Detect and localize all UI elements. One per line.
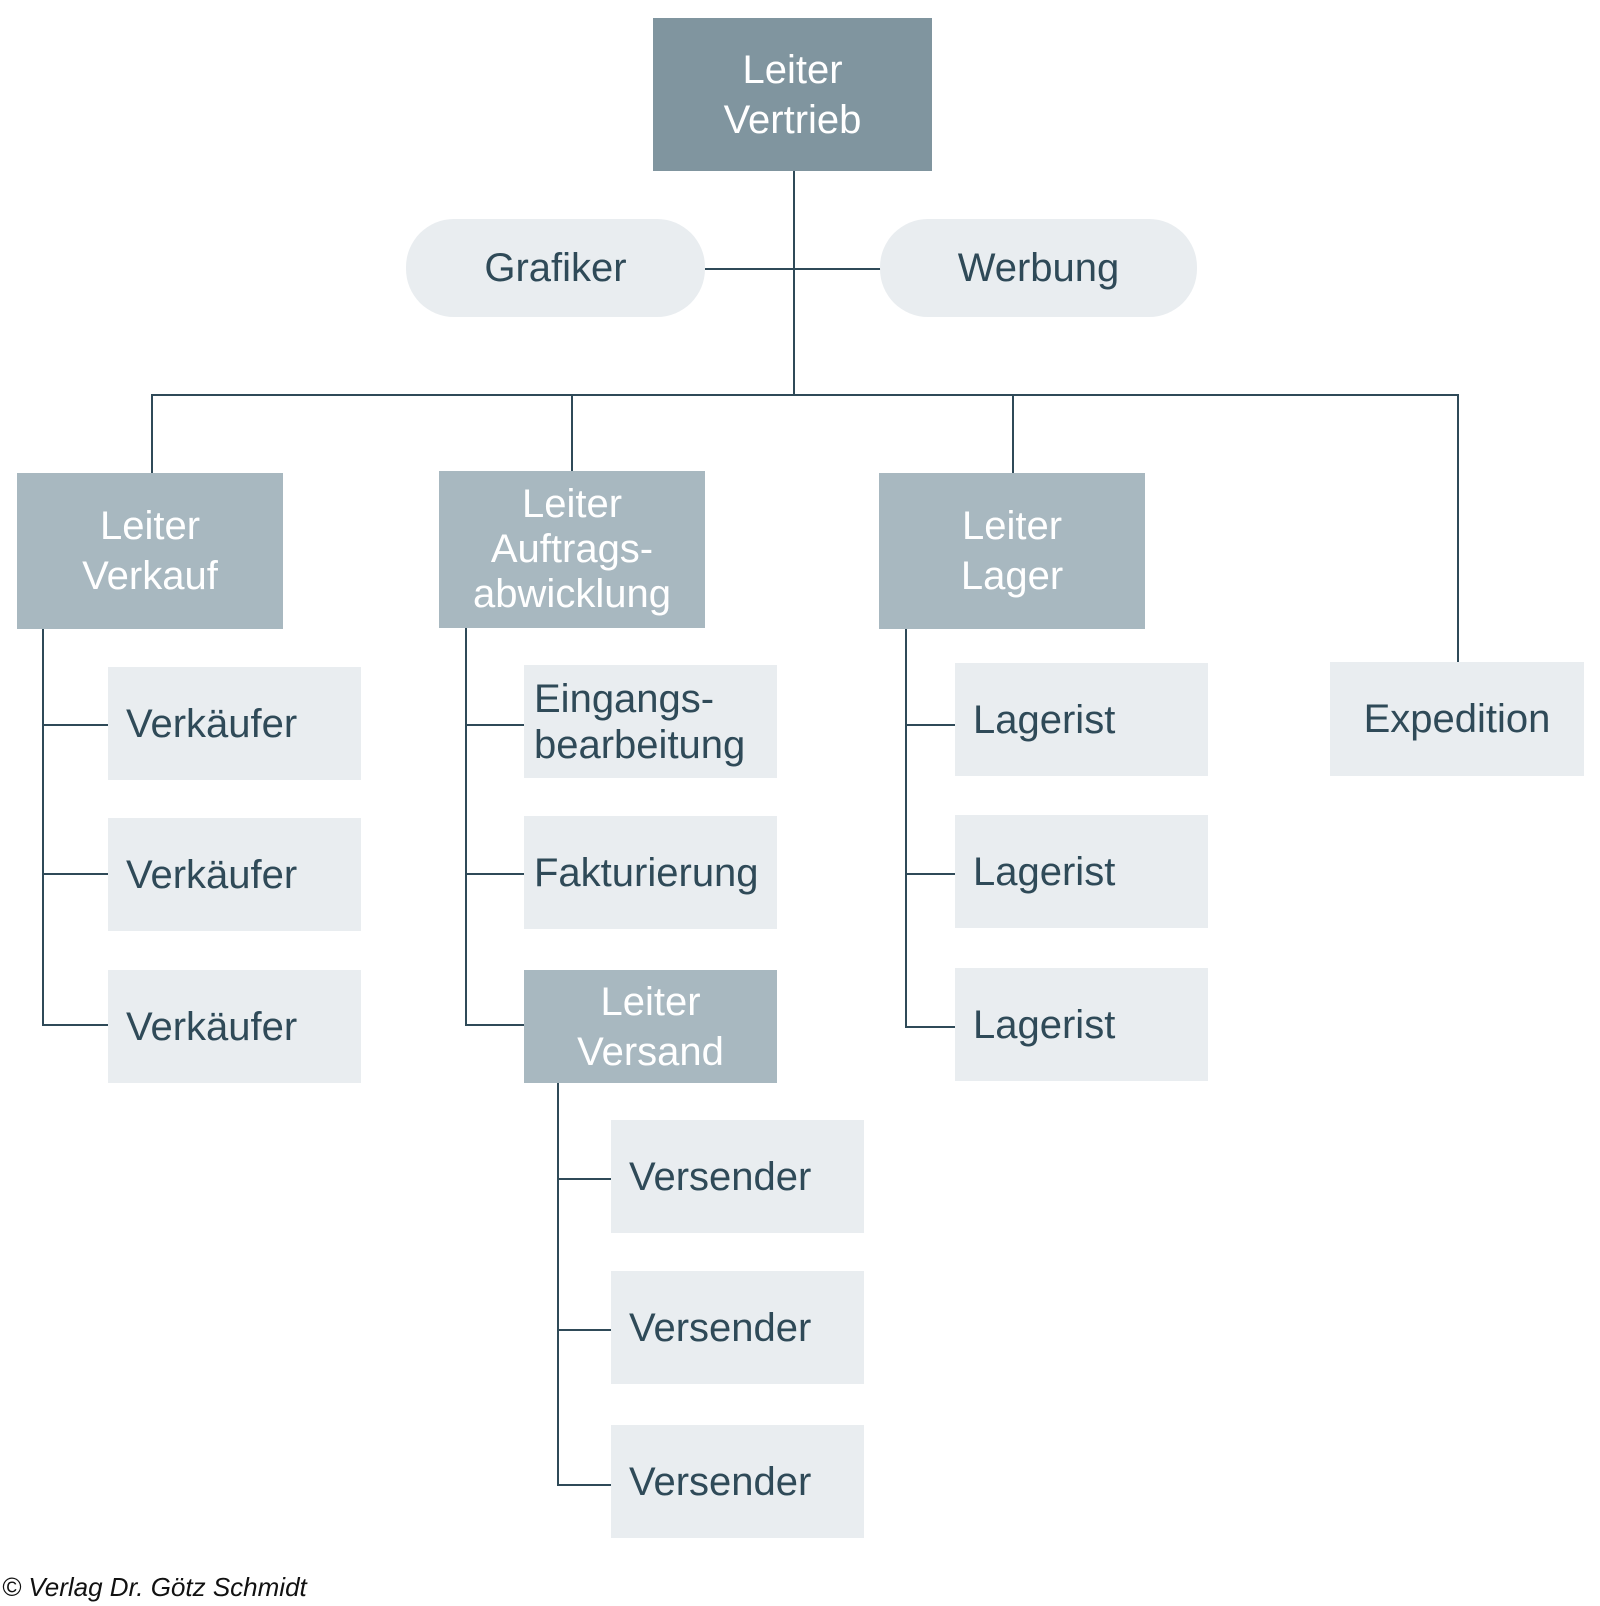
connector — [151, 394, 1459, 396]
connector — [905, 873, 957, 875]
connector — [465, 724, 525, 726]
connector — [557, 1083, 559, 1486]
staff-unit-grafiker: Grafiker — [406, 219, 705, 317]
node-fakturierung: Fakturierung — [524, 816, 777, 929]
connector — [557, 1329, 613, 1331]
staff-unit-werbung: Werbung — [880, 219, 1197, 317]
connector — [705, 268, 881, 270]
node-leiter-auftragsabwicklung: Leiter Auftrags- abwicklung — [439, 471, 705, 628]
node-leiter-lager: Leiter Lager — [879, 473, 1145, 629]
connector — [1457, 394, 1459, 663]
connector — [905, 1026, 957, 1028]
connector — [42, 873, 108, 875]
connector — [151, 394, 153, 473]
connector — [905, 628, 907, 1026]
node-leiter-vertrieb: Leiter Vertrieb — [653, 18, 932, 171]
node-lagerist: Lagerist — [955, 815, 1208, 928]
node-verkaeufer: Verkäufer — [108, 970, 361, 1083]
connector — [42, 628, 44, 1026]
node-versender: Versender — [611, 1425, 864, 1538]
connector — [42, 1024, 108, 1026]
connector — [557, 1484, 613, 1486]
connector — [905, 724, 957, 726]
connector — [465, 873, 525, 875]
connector — [465, 627, 467, 1026]
copyright-notice: © Verlag Dr. Götz Schmidt — [2, 1572, 307, 1602]
connector — [557, 1178, 613, 1180]
node-lagerist: Lagerist — [955, 663, 1208, 776]
node-eingangsbearbeitung: Eingangs- bearbeitung — [524, 665, 777, 778]
node-expedition: Expedition — [1330, 662, 1584, 776]
node-leiter-verkauf: Leiter Verkauf — [17, 473, 283, 629]
connector — [571, 394, 573, 472]
node-verkaeufer: Verkäufer — [108, 667, 361, 780]
node-leiter-versand: Leiter Versand — [524, 970, 777, 1083]
connector — [465, 1024, 525, 1026]
node-versender: Versender — [611, 1271, 864, 1384]
node-lagerist: Lagerist — [955, 968, 1208, 1081]
node-versender: Versender — [611, 1120, 864, 1233]
connector — [793, 170, 795, 396]
node-verkaeufer: Verkäufer — [108, 818, 361, 931]
connector — [1012, 394, 1014, 473]
connector — [42, 724, 108, 726]
